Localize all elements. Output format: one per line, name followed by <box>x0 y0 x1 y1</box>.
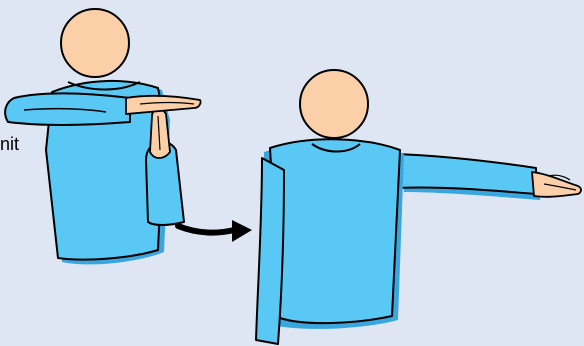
figure-right <box>256 70 581 344</box>
right-head <box>300 70 368 138</box>
curved-arrow-right-icon <box>178 220 252 242</box>
right-torso <box>270 139 400 323</box>
cut-off-label: nit <box>0 135 19 153</box>
right-arm-extended <box>396 154 536 194</box>
left-hand-horizontal <box>126 96 201 114</box>
right-arm-hanging <box>256 158 284 344</box>
figure-left <box>5 9 200 264</box>
left-hand-vertical <box>150 109 170 158</box>
left-head <box>61 9 129 77</box>
